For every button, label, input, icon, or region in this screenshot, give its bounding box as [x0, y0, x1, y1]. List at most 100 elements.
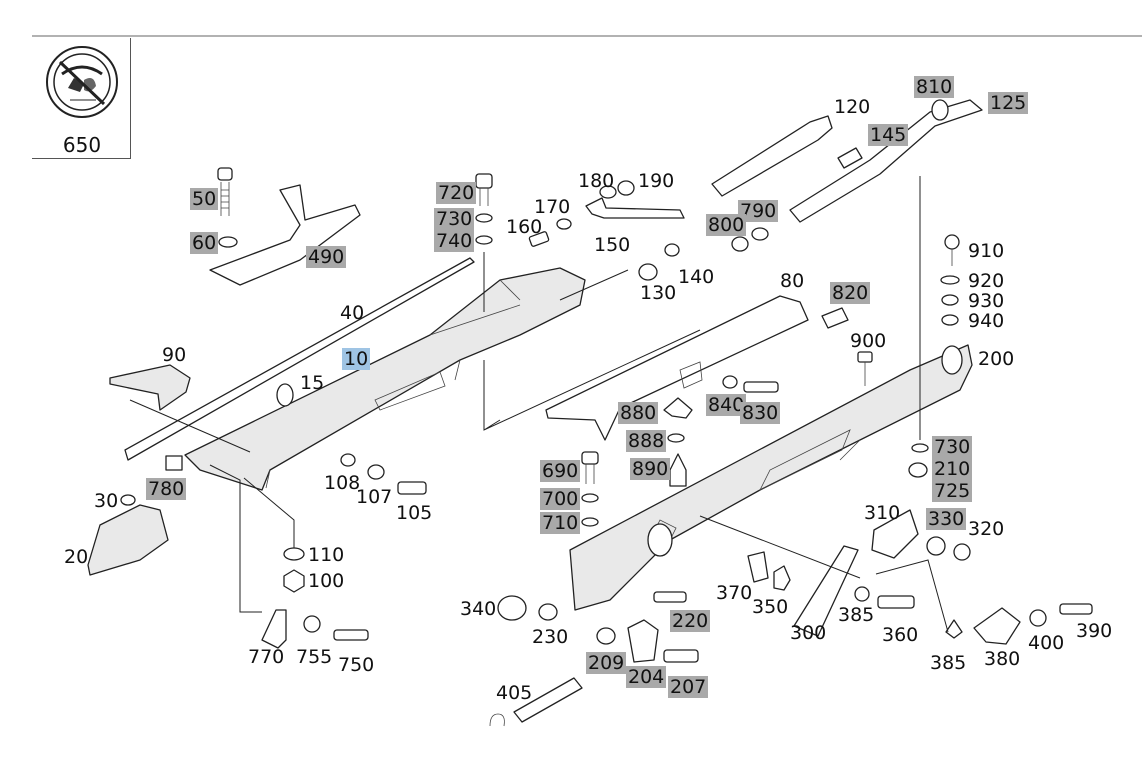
part-160-bolt — [528, 231, 550, 247]
part-label-810[interactable]: 810 — [914, 76, 955, 98]
part-405-hose — [513, 677, 583, 723]
part-800-nut — [731, 236, 749, 252]
part-720-bolt — [475, 173, 493, 189]
part-370-clip — [747, 551, 769, 583]
part-label-150[interactable]: 150 — [594, 234, 631, 256]
part-label-80[interactable]: 80 — [780, 270, 805, 292]
part-label-60[interactable]: 60 — [190, 232, 219, 254]
part-label-740[interactable]: 740 — [434, 230, 475, 252]
part-label-204[interactable]: 204 — [626, 666, 667, 688]
part-label-40[interactable]: 40 — [340, 302, 365, 324]
part-label-300[interactable]: 300 — [790, 622, 827, 644]
part-label-320[interactable]: 320 — [968, 518, 1005, 540]
part-label-310[interactable]: 310 — [864, 502, 901, 524]
part-150-rod — [585, 197, 685, 219]
part-390-screw — [1059, 603, 1093, 615]
part-340-plug — [497, 595, 527, 621]
part-100-nut — [283, 569, 305, 593]
part-label-690[interactable]: 690 — [540, 460, 581, 482]
part-label-920[interactable]: 920 — [968, 270, 1005, 292]
part-label-880[interactable]: 880 — [618, 402, 659, 424]
part-label-790[interactable]: 790 — [738, 200, 779, 222]
part-label-730[interactable]: 730 — [434, 208, 475, 230]
part-label-110[interactable]: 110 — [308, 544, 345, 566]
part-label-130[interactable]: 130 — [640, 282, 677, 304]
part-label-890[interactable]: 890 — [630, 458, 671, 480]
part-label-15[interactable]: 15 — [300, 372, 325, 394]
part-label-100[interactable]: 100 — [308, 570, 345, 592]
part-label-30[interactable]: 30 — [94, 490, 119, 512]
part-label-840[interactable]: 840 — [706, 394, 747, 416]
part-label-330[interactable]: 330 — [926, 508, 967, 530]
part-label-107[interactable]: 107 — [356, 486, 393, 508]
part-label-385[interactable]: 385 — [838, 604, 875, 626]
part-label-755[interactable]: 755 — [296, 646, 333, 668]
part-label-160[interactable]: 160 — [506, 216, 543, 238]
part-230-nut — [538, 603, 558, 621]
part-label-750[interactable]: 750 — [338, 654, 375, 676]
part-740-washer — [475, 235, 493, 245]
part-label-125[interactable]: 125 — [988, 92, 1029, 114]
part-830-bolt — [743, 381, 779, 393]
part-label-10[interactable]: 10 — [342, 348, 371, 370]
part-label-230[interactable]: 230 — [532, 626, 569, 648]
part-label-725[interactable]: 725 — [932, 480, 973, 502]
part-label-170[interactable]: 170 — [534, 196, 571, 218]
part-label-405[interactable]: 405 — [496, 682, 533, 704]
part-label-145[interactable]: 145 — [868, 124, 909, 146]
part-label-800[interactable]: 800 — [706, 214, 747, 236]
part-label-200[interactable]: 200 — [978, 348, 1015, 370]
part-label-207[interactable]: 207 — [668, 676, 709, 698]
part-145-sleeve — [837, 147, 863, 169]
part-label-888[interactable]: 888 — [626, 430, 667, 452]
part-label-940[interactable]: 940 — [968, 310, 1005, 332]
part-label-770[interactable]: 770 — [248, 646, 285, 668]
part-label-90[interactable]: 90 — [162, 344, 187, 366]
part-label-780[interactable]: 780 — [146, 478, 187, 500]
part-label-700[interactable]: 700 — [540, 488, 581, 510]
part-label-730b[interactable]: 730 — [932, 436, 973, 458]
part-label-50[interactable]: 50 — [190, 188, 219, 210]
part-label-390[interactable]: 390 — [1076, 620, 1113, 642]
part-300-panel — [793, 545, 859, 637]
part-label-385b[interactable]: 385 — [930, 652, 967, 674]
part-label-108[interactable]: 108 — [324, 472, 361, 494]
leader-lines — [129, 176, 949, 633]
part-label-380[interactable]: 380 — [984, 648, 1021, 670]
part-label-490[interactable]: 490 — [306, 246, 347, 268]
part-label-190[interactable]: 190 — [638, 170, 675, 192]
part-930-washer — [941, 294, 959, 306]
part-20-end-cap — [87, 504, 169, 576]
part-label-350[interactable]: 350 — [752, 596, 789, 618]
part-label-180[interactable]: 180 — [578, 170, 615, 192]
part-label-209[interactable]: 209 — [586, 652, 627, 674]
part-label-120[interactable]: 120 — [834, 96, 871, 118]
part-880-clip — [663, 397, 693, 419]
part-label-340[interactable]: 340 — [460, 598, 497, 620]
part-label-370[interactable]: 370 — [716, 582, 753, 604]
part-130-nut — [638, 263, 658, 281]
part-780-clip — [165, 455, 183, 471]
part-label-930[interactable]: 930 — [968, 290, 1005, 312]
part-730-washer — [475, 213, 493, 223]
part-60-washer — [218, 236, 238, 248]
part-810-bushing — [931, 99, 949, 121]
part-label-210[interactable]: 210 — [932, 458, 973, 480]
part-label-400[interactable]: 400 — [1028, 632, 1065, 654]
part-105-bolt — [397, 481, 427, 495]
part-label-830[interactable]: 830 — [740, 402, 781, 424]
part-385b-washer — [945, 619, 963, 639]
part-label-105[interactable]: 105 — [396, 502, 433, 524]
part-label-910[interactable]: 910 — [968, 240, 1005, 262]
part-label-140[interactable]: 140 — [678, 266, 715, 288]
part-730b-washer — [911, 443, 929, 453]
part-label-900[interactable]: 900 — [850, 330, 887, 352]
part-label-360[interactable]: 360 — [882, 624, 919, 646]
part-320-nut — [953, 543, 971, 561]
part-label-720[interactable]: 720 — [436, 182, 477, 204]
part-label-710[interactable]: 710 — [540, 512, 581, 534]
part-label-820[interactable]: 820 — [830, 282, 871, 304]
part-label-220[interactable]: 220 — [670, 610, 711, 632]
part-label-20[interactable]: 20 — [64, 546, 89, 568]
